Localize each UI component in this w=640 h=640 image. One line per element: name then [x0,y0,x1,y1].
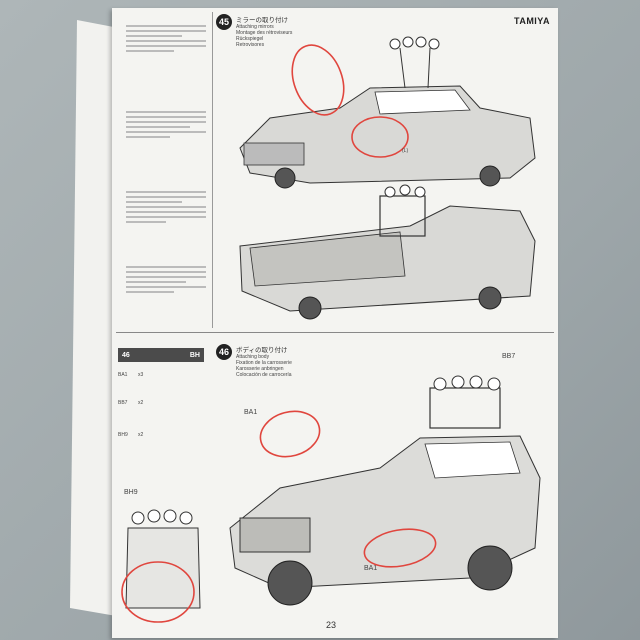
text-block-4 [126,263,206,296]
ba1-top-label: BA1 [244,409,258,416]
annotation-ring-ba1-top [259,410,321,458]
annotation-ring-rollbar [121,561,195,623]
text-block-3 [126,188,206,226]
step-45-badge: 45 [216,14,232,30]
section-divider [116,332,554,333]
parts-bag-code: BH [189,351,200,359]
step-46-line-1: Attaching body [236,354,270,360]
part-bb7-code: BB7 [118,400,128,406]
ba1-bottom-label: BA1 [364,565,378,572]
part-bh9-code: BH9 [118,432,128,438]
truck-assembly-drawing [229,375,541,606]
page-number: 23 [326,620,337,630]
step-45-line-3: Rückspiegel [236,36,264,42]
column-divider [212,12,213,328]
step-46-line-4: Colocación de carrocería [236,372,292,378]
step-45-line-2: Montage des rétroviseurs [236,30,293,36]
truck-front-drawing [239,36,536,189]
manual-page: TAMIYA 45 ミラーの取り付け Attaching mirrors Mon… [112,8,558,638]
bh9-label: BH9 [124,489,138,496]
annotation-ring-mirror-side [351,116,409,158]
rollbar-detail-drawing [125,509,201,609]
step-45-line-1: Attaching mirrors [236,24,274,30]
brand-logo: TAMIYA [513,16,550,26]
part-bh9-count: x2 [138,432,144,438]
bb7-label: BB7 [502,353,516,360]
truck-rear-drawing [239,184,536,320]
part-ba1-code: BA1 [118,372,128,378]
part-bb7-count: x2 [138,400,144,406]
step-46-line-2: Fixation de la carrosserie [236,360,292,366]
part-ba1-count: x3 [138,372,144,378]
annotation-ring-mirror-top [291,44,345,116]
step-45-title: ミラーの取り付け [236,17,288,24]
parts-bag-step: 46 [122,351,130,359]
mirror-label: (L) [402,148,409,154]
step-46-badge: 46 [216,344,232,360]
text-block-2 [126,108,206,141]
step-46-line-3: Karosserie anbringen [236,366,284,372]
parts-bag-header: 46 BH [118,348,204,362]
step-46-title: ボディの取り付け [236,347,288,354]
annotation-ring-ba1-bottom [363,528,437,568]
text-block-1 [126,22,206,55]
step-45-line-4: Retrovisores [236,42,265,48]
instructions-column [112,8,212,338]
